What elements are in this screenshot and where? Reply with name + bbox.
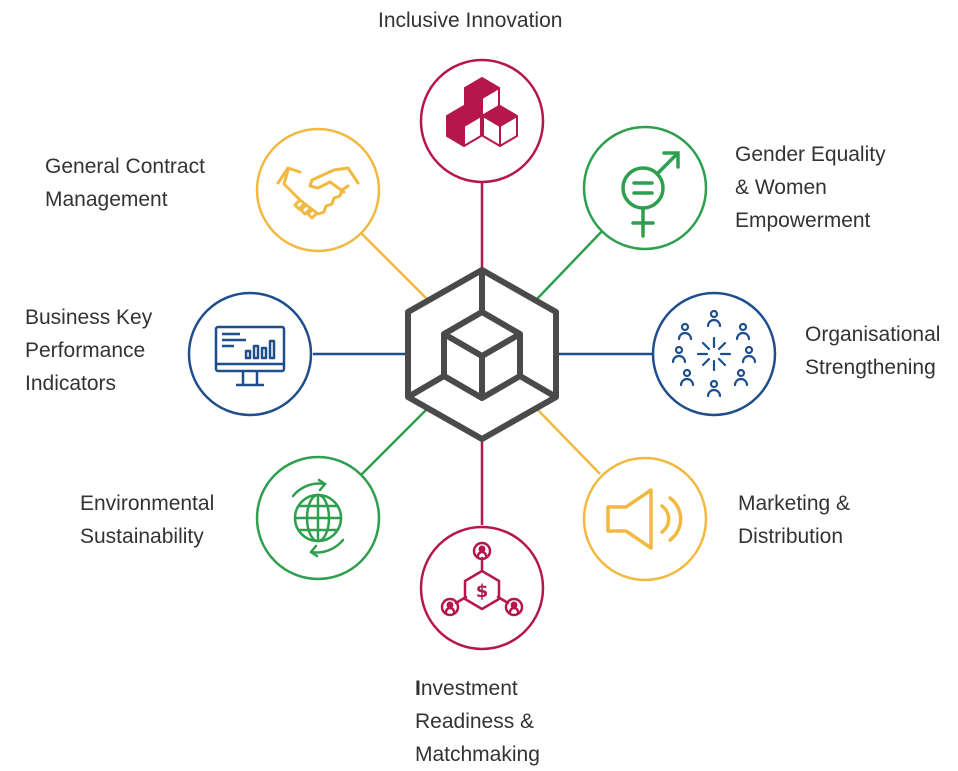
node-marketing-distribution xyxy=(582,456,708,582)
node-gender-equality xyxy=(582,125,708,251)
label-line: & Women xyxy=(735,176,827,199)
cubes-icon xyxy=(446,77,518,147)
handshake-icon xyxy=(276,166,360,220)
svg-text:$: $ xyxy=(476,581,489,602)
node-environmental-sustainability xyxy=(255,455,381,581)
connector-general-contract xyxy=(359,231,429,301)
label-line: Inclusive Innovation xyxy=(378,9,563,32)
people-network-icon xyxy=(671,309,757,398)
label-inclusive-innovation: Inclusive Innovation xyxy=(378,4,562,37)
label-line: Sustainability xyxy=(80,525,204,548)
label-line: Investment xyxy=(415,677,518,700)
label-line: Distribution xyxy=(738,525,844,548)
connectors xyxy=(313,182,652,525)
label-line: Management xyxy=(45,188,168,211)
label-line: Gender Equality xyxy=(735,143,886,166)
hexagon-cube-icon xyxy=(405,267,559,442)
label-general-contract: General Contract Management xyxy=(45,150,205,216)
label-line: Readiness & xyxy=(415,710,535,733)
label-line: Environmental xyxy=(80,492,215,515)
label-organisational-strengthening: Organisational Strengthening xyxy=(805,318,940,384)
label-environmental-sustainability: Environmental Sustainability xyxy=(80,487,214,553)
label-business-kpi: Business Key Performance Indicators xyxy=(25,301,152,400)
node-inclusive-innovation xyxy=(419,58,545,184)
node-organisational-strengthening xyxy=(651,291,777,417)
label-line: Strengthening xyxy=(805,356,936,379)
label-line: Matchmaking xyxy=(415,743,540,766)
label-line: Organisational xyxy=(805,323,941,346)
label-line: Indicators xyxy=(25,372,117,395)
monitor-chart-icon xyxy=(214,325,286,387)
label-line: Empowerment xyxy=(735,209,871,232)
node-general-contract xyxy=(255,127,381,253)
connector-marketing-distribution xyxy=(535,407,601,475)
megaphone-icon xyxy=(606,488,683,550)
gender-symbol-icon xyxy=(621,151,680,238)
globe-cycle-icon xyxy=(291,478,345,558)
label-gender-equality: Gender Equality & Women Empowerment xyxy=(735,138,886,237)
label-line: Marketing & xyxy=(738,492,851,515)
label-line: Performance xyxy=(25,339,146,362)
label-investment-readiness: Investment Readiness & Matchmaking xyxy=(415,672,540,771)
investment-network-icon: $ xyxy=(440,541,524,617)
label-line: Business Key xyxy=(25,306,153,329)
label-marketing-distribution: Marketing & Distribution xyxy=(738,487,850,553)
connector-gender-equality xyxy=(535,227,606,301)
node-investment-readiness: $ xyxy=(419,525,545,651)
node-business-kpi xyxy=(187,291,313,417)
label-line: General Contract xyxy=(45,155,205,178)
connector-environmental-sustainability xyxy=(359,407,429,477)
